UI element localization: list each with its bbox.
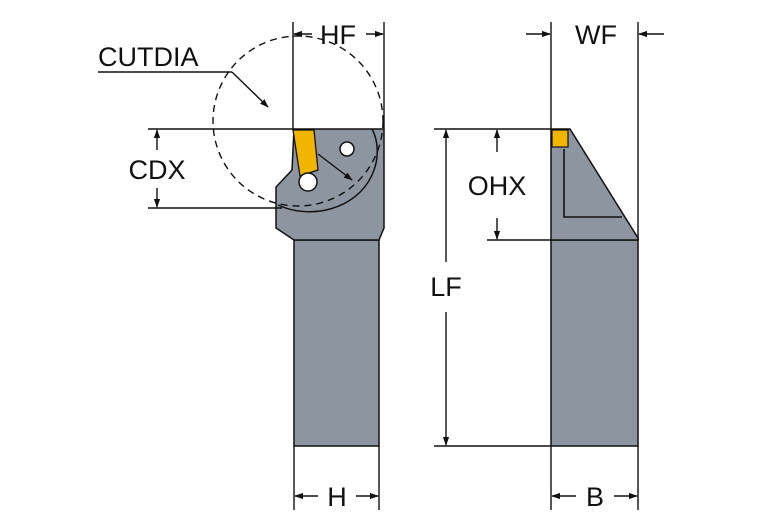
front-clamp-contour: [277, 128, 378, 213]
front-screw-hole-lower: [298, 172, 318, 192]
label-h: H: [327, 482, 347, 512]
side-dimensions: [434, 22, 664, 510]
front-head: [275, 128, 385, 241]
front-screw-hole-upper: [339, 141, 355, 157]
front-insert: [292, 129, 319, 177]
label-wf: WF: [575, 20, 617, 50]
label-b: B: [586, 482, 604, 512]
front-view: [212, 35, 385, 447]
side-insert: [551, 129, 569, 148]
label-hf: HF: [320, 20, 356, 50]
label-cdx: CDX: [128, 155, 185, 185]
front-shank: [293, 239, 380, 447]
side-slot: [563, 149, 622, 218]
label-ohx: OHX: [468, 171, 527, 201]
front-dimensions: [98, 22, 385, 510]
label-lf: LF: [430, 272, 462, 302]
side-shank: [550, 239, 639, 447]
side-view: [550, 128, 639, 447]
label-cutdia: CUTDIA: [98, 42, 199, 72]
